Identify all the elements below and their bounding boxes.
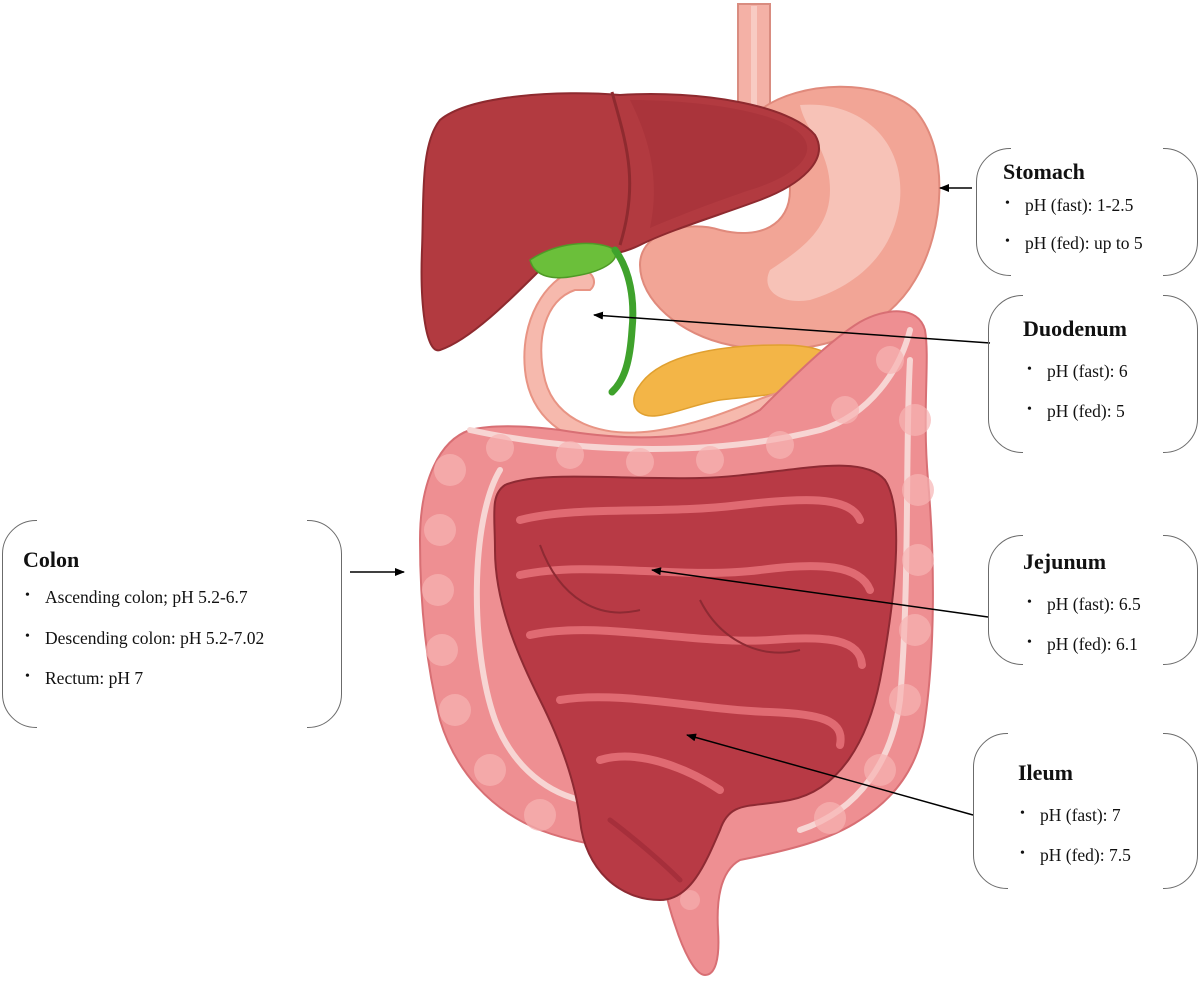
bullet-icon: • [1027, 401, 1032, 417]
liver-illustration [420, 91, 820, 352]
list-item: • pH (fast): 6 [1025, 361, 1128, 381]
colon-callout: Colon • Ascending colon; pH 5.2-6.7 • Desc… [2, 518, 342, 730]
list-item-text: pH (fed): up to 5 [1025, 232, 1143, 253]
list-item: • pH (fed): up to 5 [1003, 232, 1143, 253]
stomach-list: • pH (fast): 1-2.5 • pH (fed): up to 5 [1003, 195, 1143, 272]
bullet-icon: • [1020, 806, 1025, 821]
list-item: • pH (fast): 1-2.5 [1003, 195, 1143, 215]
ileum-callout: Ileum • pH (fast): 7 • pH (fed): 7.5 [973, 731, 1198, 891]
ileum-title: Ileum [1018, 760, 1073, 785]
duodenum-list: • pH (fast): 6 • pH (fed): 5 [1025, 361, 1128, 442]
jejunum-callout: Jejunum • pH (fast): 6.5 • pH (fed): 6.1 [988, 533, 1198, 667]
list-item-text: pH (fed): 5 [1047, 400, 1125, 421]
stomach-callout: Stomach • pH (fast): 1-2.5 • pH (fed): up … [976, 146, 1198, 278]
jejunum-title: Jejunum [1023, 549, 1107, 574]
duodenum-callout: Duodenum • pH (fast): 6 • pH (fed): 5 [988, 293, 1198, 455]
bullet-icon: • [1005, 233, 1010, 249]
jejunum-arrow [651, 567, 989, 618]
list-item: • pH (fast): 7 [1018, 805, 1131, 825]
colon-list: • Ascending colon; pH 5.2-6.7 • Descending… [23, 587, 265, 711]
bullet-icon: • [25, 669, 30, 684]
gallbladder-illustration [529, 242, 637, 396]
list-item-text: pH (fed): 7.5 [1040, 844, 1131, 865]
list-item-text: pH (fast): 1-2.5 [1025, 195, 1134, 215]
list-item-text: pH (fast): 6.5 [1047, 594, 1141, 614]
stomach-title: Stomach [1003, 159, 1085, 184]
list-item-text: Rectum: pH 7 [45, 668, 144, 688]
bullet-icon: • [1005, 196, 1010, 211]
bullet-icon: • [1020, 845, 1025, 861]
bullet-icon: • [1027, 362, 1032, 377]
list-item-text: pH (fed): 6.1 [1047, 633, 1138, 654]
list-item-text: pH (fast): 6 [1047, 361, 1128, 381]
list-item-text: pH (fast): 7 [1040, 805, 1121, 825]
stomach-illustration [638, 85, 941, 351]
list-item-text: Descending colon: pH 5.2-7.02 [45, 627, 265, 648]
list-item: • pH (fed): 7.5 [1018, 844, 1131, 865]
list-item: • Ascending colon; pH 5.2-6.7 [23, 587, 264, 607]
small-intestine-illustration [493, 464, 898, 902]
bullet-icon: • [1027, 634, 1032, 650]
ileum-arrow [686, 733, 974, 816]
ileum-list: • pH (fast): 7 • pH (fed): 7.5 [1018, 805, 1131, 886]
bullet-icon: • [1027, 595, 1032, 610]
duodenum-title: Duodenum [1023, 316, 1127, 341]
list-item: • Descending colon: pH 5.2-7.02 [23, 627, 265, 648]
callout-arrows [350, 184, 991, 816]
list-item: • Rectum: pH 7 [23, 668, 264, 688]
colon-title: Colon [23, 547, 80, 572]
list-item: • pH (fed): 5 [1025, 400, 1128, 421]
duodenum-arrow [593, 311, 991, 344]
bullet-icon: • [25, 588, 30, 603]
list-item-text: Ascending colon; pH 5.2-6.7 [45, 587, 248, 607]
list-item: • pH (fed): 6.1 [1025, 633, 1141, 654]
list-item: • pH (fast): 6.5 [1025, 594, 1141, 614]
bullet-icon: • [25, 628, 30, 644]
jejunum-list: • pH (fast): 6.5 • pH (fed): 6.1 [1025, 594, 1141, 675]
